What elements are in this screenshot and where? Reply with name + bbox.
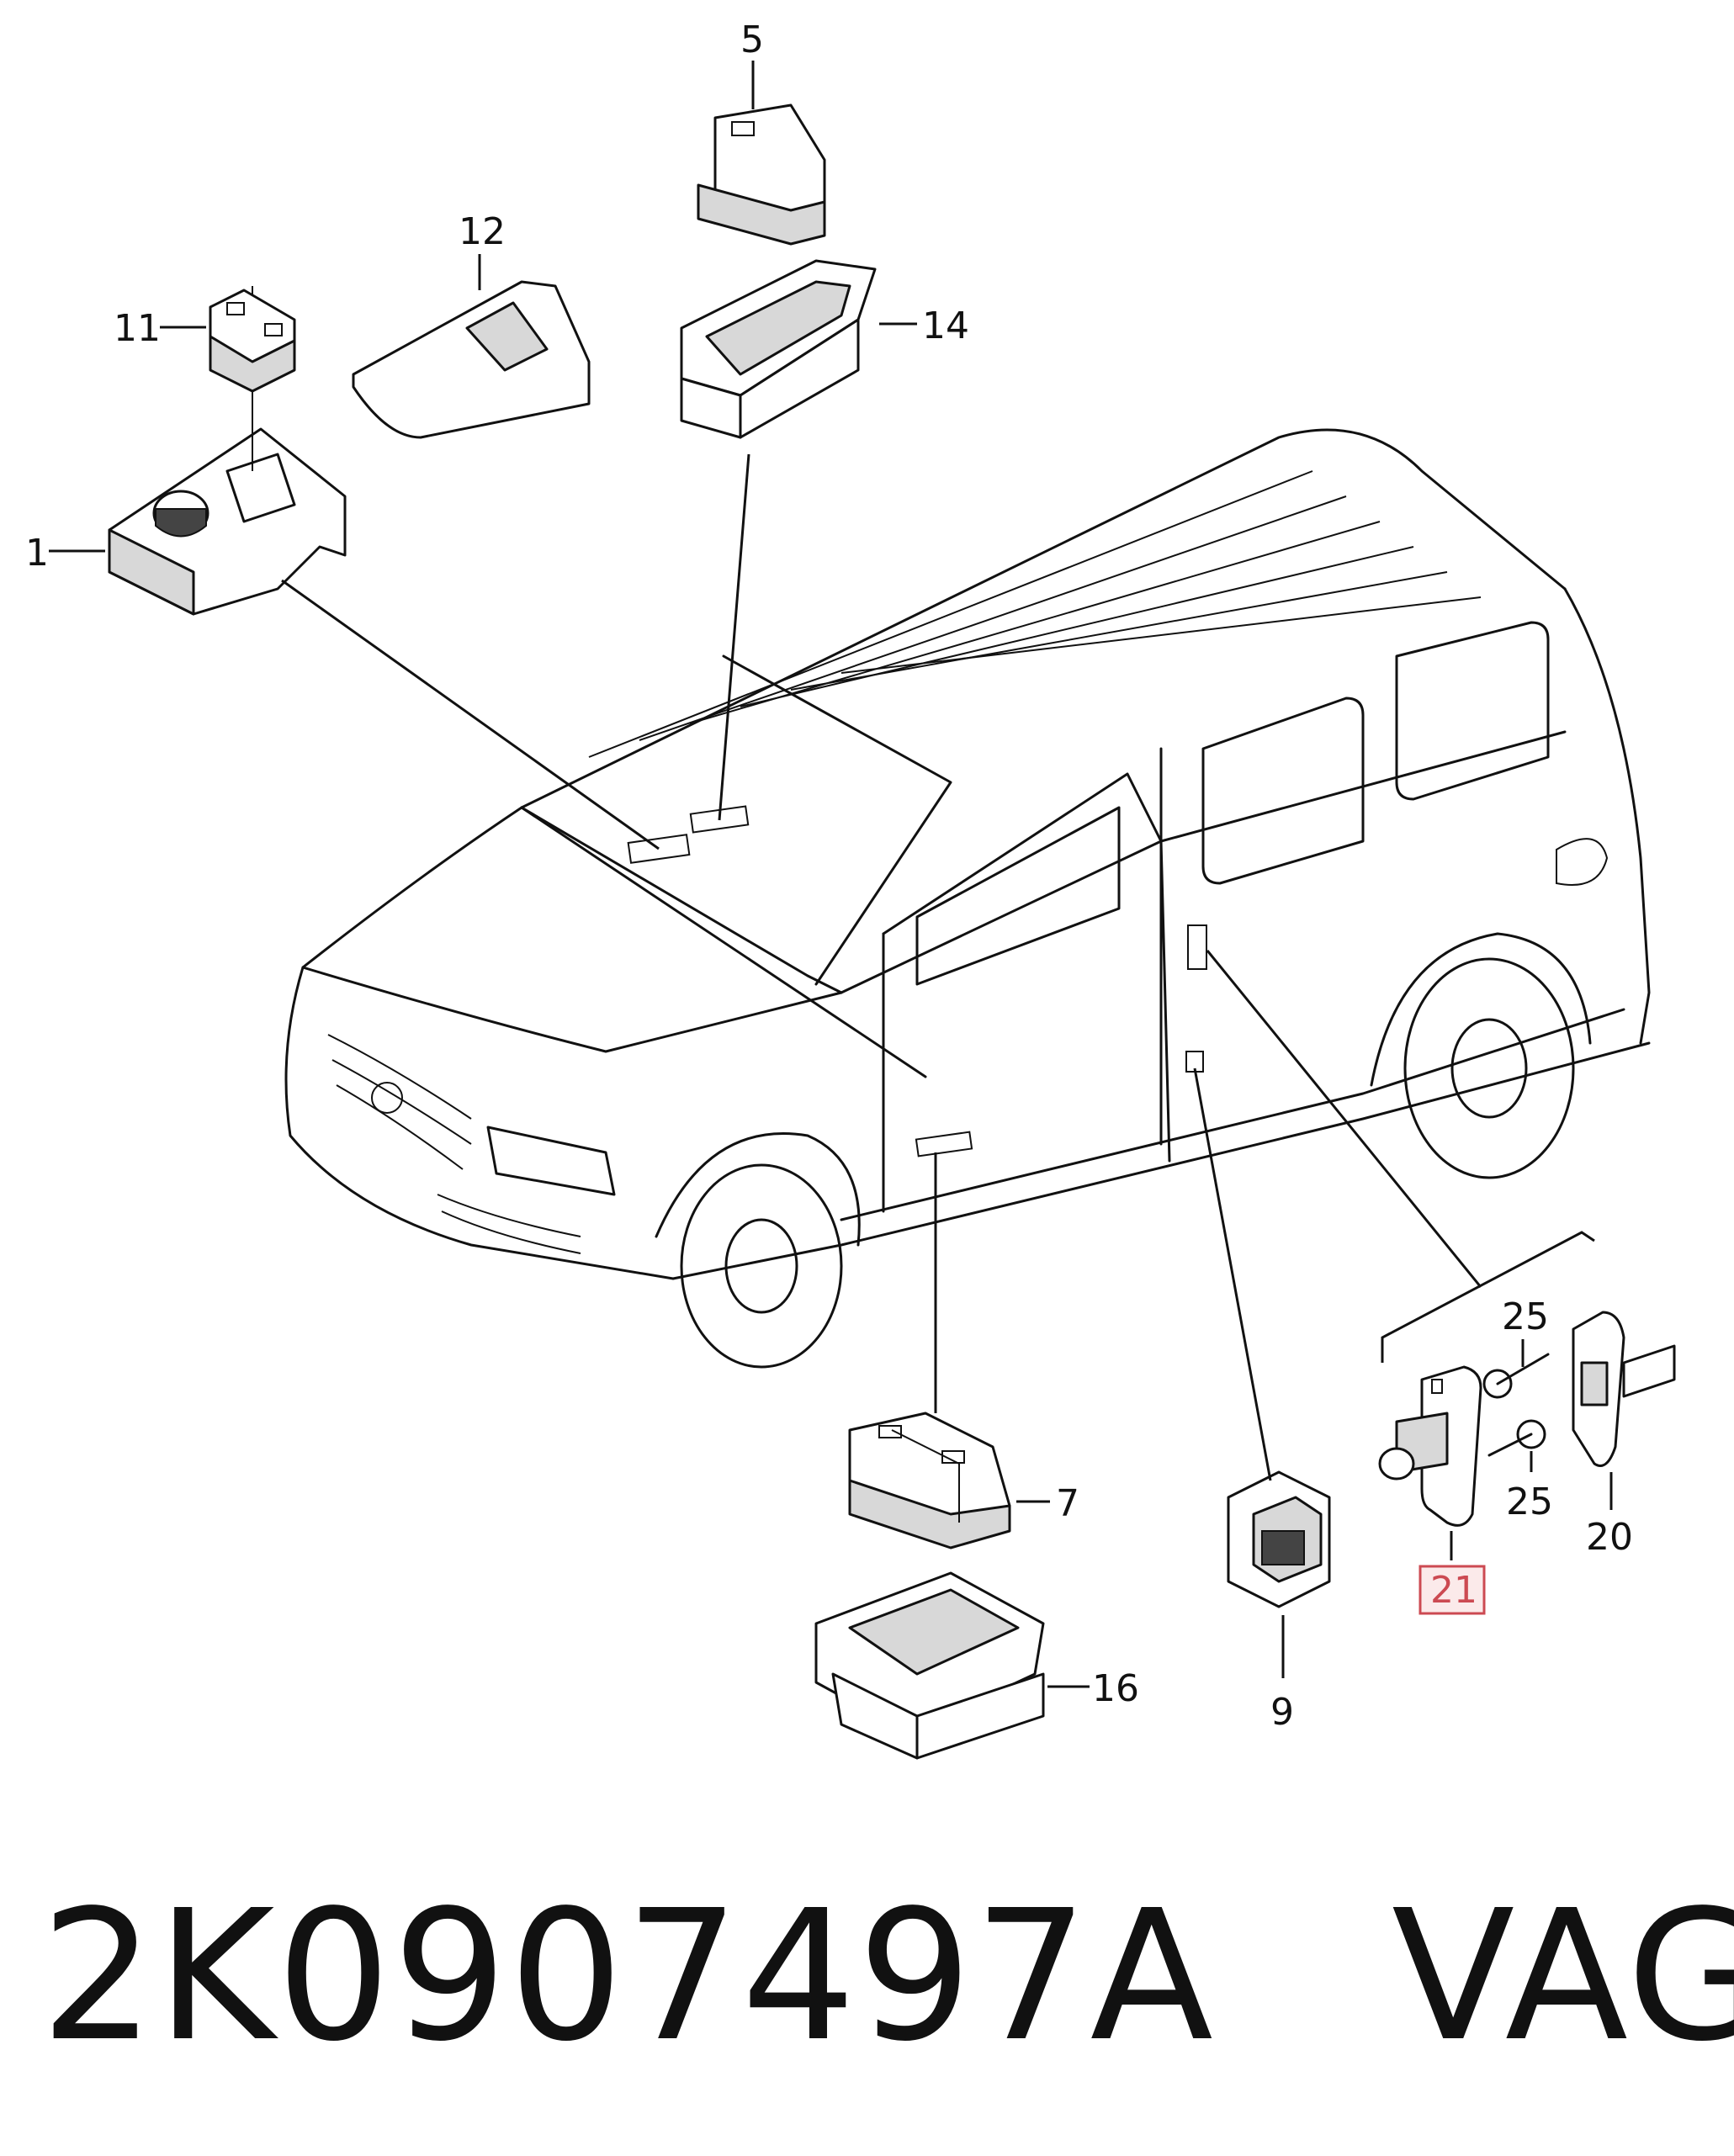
part-1-mirror-switch [108, 286, 347, 616]
part-16-bezel [814, 1571, 1045, 1760]
callout-labels: 1 5 7 9 11 12 14 16 20 21 25 25 [25, 19, 1633, 1734]
part-number-caption: 2K0907497A VAG [40, 1872, 1734, 2081]
part-12-cover [352, 280, 591, 439]
part-21-contact-switch [1378, 1365, 1482, 1527]
callout-16: 16 [1092, 1667, 1139, 1710]
callout-12: 12 [459, 210, 506, 253]
part-5-window-switch [697, 103, 826, 246]
callout-5: 5 [740, 19, 764, 61]
part-25-screws [1482, 1353, 1550, 1457]
callout-7: 7 [1056, 1482, 1079, 1525]
callout-1: 1 [25, 532, 49, 575]
callout-25-bottom: 25 [1506, 1481, 1553, 1523]
part-7-double-switch [848, 1412, 1011, 1549]
callout-21: 21 [1430, 1569, 1477, 1612]
callout-9: 9 [1270, 1691, 1294, 1734]
callout-25-top: 25 [1502, 1295, 1549, 1338]
part-11-small-switch [209, 289, 296, 393]
part-20-bracket [1572, 1311, 1676, 1467]
callout-11: 11 [114, 307, 161, 350]
callout-21-highlight-box [1418, 1565, 1486, 1615]
van-illustration [284, 428, 1651, 1369]
callout-14: 14 [922, 305, 969, 347]
part-9-switch [1227, 1470, 1331, 1608]
part-14-bezel [680, 259, 877, 439]
callout-20: 20 [1586, 1516, 1633, 1559]
leader-lines [49, 61, 1613, 1688]
